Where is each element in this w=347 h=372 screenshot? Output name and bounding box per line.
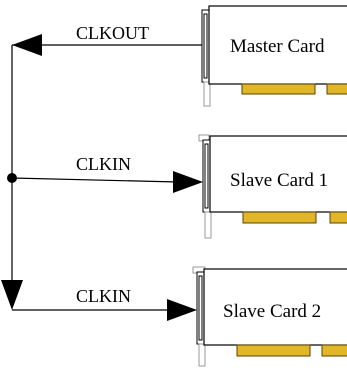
- master-card-label: Master Card: [230, 36, 325, 57]
- slave-card-1-bracket-tab: [204, 211, 212, 239]
- slave-card-1: Slave Card 1: [198, 134, 347, 239]
- clkin-1-label: CLKIN: [76, 154, 131, 174]
- slave-card-1-label: Slave Card 1: [230, 170, 328, 191]
- slave-card-1-connector-1: [242, 211, 317, 224]
- slave-card-1-bracket: [202, 139, 211, 213]
- slave-card-1-connector-2: [329, 211, 347, 224]
- master-card-bracket-tab: [203, 81, 211, 107]
- slave-card-2-bracket: [196, 271, 205, 345]
- clock-wiring: [1, 34, 203, 321]
- slave-card-2-connector-1: [236, 344, 311, 357]
- master-card-bracket: [201, 9, 210, 83]
- slave-card-2-bracket-inner: [198, 275, 203, 341]
- slave-card-1-bracket-inner: [204, 143, 209, 209]
- slave-card-2-bracket-tab: [198, 343, 206, 367]
- slave-card-2-label: Slave Card 2: [223, 301, 321, 322]
- clkin-2-arrowhead: [167, 299, 197, 321]
- master-card-connector-2: [326, 83, 347, 95]
- slave-card-2: Slave Card 2: [192, 266, 347, 367]
- master-card-bracket-inner: [203, 13, 208, 79]
- master-card: Master Card: [201, 5, 347, 107]
- bus-down-arrowhead: [1, 280, 23, 310]
- clkin-1-line: [11, 177, 179, 183]
- slave-card-2-board: [203, 268, 347, 346]
- slave-card-1-board: [209, 135, 347, 213]
- clkin-2-label: CLKIN: [76, 286, 131, 306]
- slave-card-2-connector-2: [321, 344, 347, 357]
- clkout-arrowhead: [12, 34, 42, 56]
- master-card-connector-1: [241, 83, 316, 95]
- clkin-1-arrowhead: [173, 171, 203, 193]
- clkout-label: CLKOUT: [76, 23, 149, 43]
